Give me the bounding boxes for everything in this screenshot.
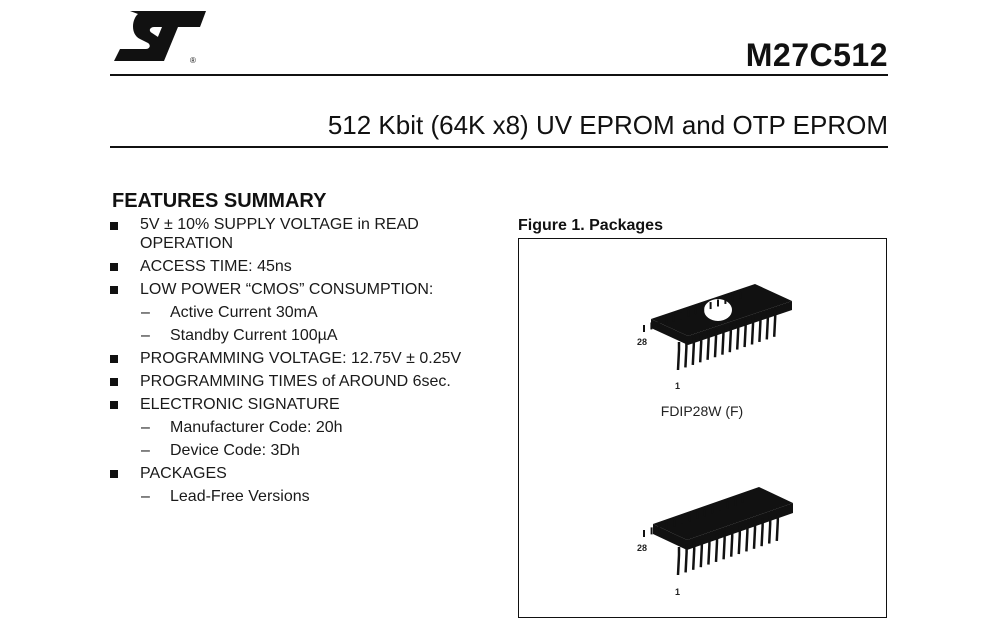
package-pin <box>728 324 733 353</box>
feature-subitem: – Device Code: 3Dh <box>110 442 510 461</box>
pin-1-label: 1 <box>675 587 681 597</box>
package-pin <box>722 531 726 560</box>
package-pin <box>676 342 681 371</box>
part-number: M27C512 <box>745 37 888 73</box>
feature-text: PROGRAMMING TIMES of AROUND 6sec. <box>140 372 451 390</box>
square-bullet-icon <box>110 263 118 271</box>
package-pin <box>729 528 734 557</box>
feature-subitem: – Active Current 30mA <box>110 304 510 323</box>
feature-subitem: – Lead-Free Versions <box>110 488 510 507</box>
package-pin <box>676 547 681 576</box>
header-rule <box>110 74 888 76</box>
square-bullet-icon <box>110 355 118 363</box>
dash-bullet: – <box>141 418 150 436</box>
package-pin <box>691 336 696 365</box>
package-pin <box>760 518 764 547</box>
feature-subitem: – Standby Current 100µA <box>110 327 510 346</box>
square-bullet-icon <box>110 286 118 294</box>
package-pin <box>713 329 718 358</box>
package-pin <box>765 311 770 340</box>
package-pin <box>750 316 755 345</box>
package-pin <box>758 313 762 343</box>
document-subtitle: 512 Kbit (64K x8) UV EPROM and OTP EPROM <box>327 110 888 140</box>
square-bullet-icon <box>110 378 118 386</box>
feature-item: PACKAGES <box>110 465 510 484</box>
feature-text: 5V ± 10% SUPPLY VOLTAGE in READ <box>140 216 419 233</box>
feature-item: PROGRAMMING VOLTAGE: 12.75V ± 0.25V <box>110 350 510 369</box>
square-bullet-icon <box>110 470 118 478</box>
feature-subitem-text: Standby Current 100µA <box>170 326 338 344</box>
feature-subitem-text: Active Current 30mA <box>170 303 318 321</box>
package-pin <box>684 544 688 573</box>
package-pin <box>698 334 703 363</box>
feature-text: PACKAGES <box>140 464 227 482</box>
dash-bullet: – <box>141 441 150 459</box>
dash-bullet: – <box>141 326 150 344</box>
package-pin <box>721 326 725 355</box>
feature-text: PROGRAMMING VOLTAGE: 12.75V ± 0.25V <box>140 349 462 367</box>
figure-title: Figure 1. Packages <box>518 217 663 234</box>
feature-item: ACCESS TIME: 45ns <box>110 258 510 277</box>
feature-text: ELECTRONIC SIGNATURE <box>140 395 340 413</box>
pin-28-label: 28 <box>637 337 648 347</box>
feature-item: PROGRAMMING TIMES of AROUND 6sec. <box>110 373 510 392</box>
feature-item: ELECTRONIC SIGNATURE <box>110 396 510 415</box>
feature-subitem-text: Device Code: 3Dh <box>170 441 300 459</box>
st-logo: ® <box>114 11 206 65</box>
square-bullet-icon <box>110 221 118 230</box>
package-pin <box>691 541 696 570</box>
feature-item: LOW POWER “CMOS” CONSUMPTION: <box>110 281 510 300</box>
feature-text-continued: OPERATION <box>140 234 234 252</box>
pdip28-package-image <box>643 487 793 576</box>
dash-bullet: – <box>141 303 150 321</box>
feature-subitem: – Manufacturer Code: 20h <box>110 419 510 438</box>
package-pin <box>707 536 711 565</box>
package-pin <box>737 526 742 555</box>
figure-box: 28 1 FDIP28W (F) 28 1 <box>518 238 887 618</box>
subtitle-rule <box>110 146 888 148</box>
package-pin <box>745 523 749 552</box>
package-pin <box>699 539 704 568</box>
package-pin <box>743 319 747 348</box>
package-label: FDIP28W (F) <box>660 403 744 419</box>
dash-bullet: – <box>141 487 150 505</box>
package-pin <box>752 520 757 549</box>
package-pin <box>735 321 740 350</box>
package-pin <box>714 533 719 562</box>
svg-text:®: ® <box>190 56 196 65</box>
package-pin <box>775 512 780 542</box>
feature-text: LOW POWER “CMOS” CONSUMPTION: <box>140 280 434 298</box>
package-pin <box>684 339 688 368</box>
square-bullet-icon <box>110 401 118 409</box>
feature-subitem-text: Manufacturer Code: 20h <box>170 418 343 436</box>
package-pin <box>706 331 710 360</box>
pin-28-label: 28 <box>637 543 648 553</box>
package-pin <box>772 308 777 337</box>
features-title: FEATURES SUMMARY <box>112 190 327 212</box>
feature-subitem-text: Lead-Free Versions <box>170 487 310 505</box>
packages-drawing <box>643 284 793 576</box>
package-pin <box>767 515 772 544</box>
pin-1-label: 1 <box>675 381 681 391</box>
feature-text: ACCESS TIME: 45ns <box>140 257 292 275</box>
fdip28w-package-image <box>643 284 792 371</box>
